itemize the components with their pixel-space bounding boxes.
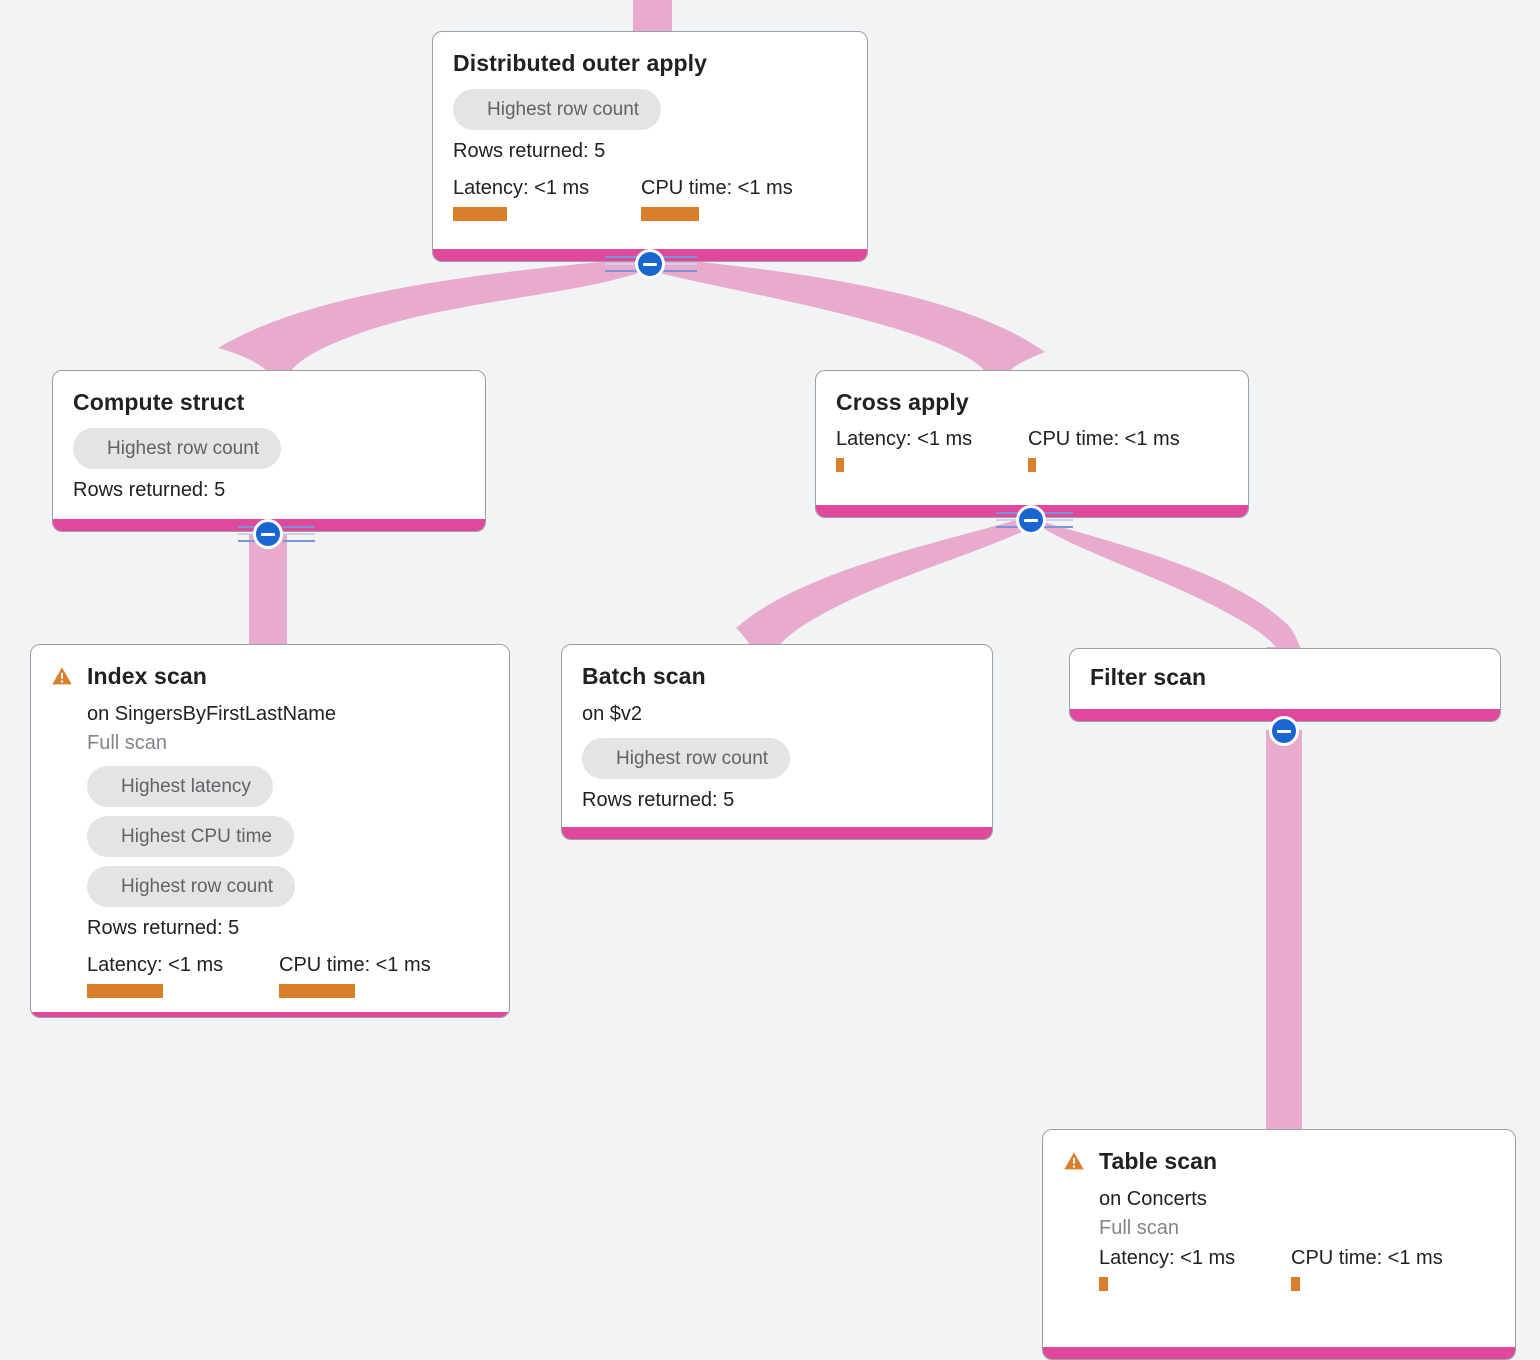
node-accent-bar xyxy=(1070,709,1500,721)
rows-returned: Rows returned: 5 xyxy=(87,916,240,939)
node-title-row: Table scan xyxy=(1063,1147,1217,1176)
edge-filter-scan-to-table-scan xyxy=(1266,730,1302,1137)
collapse-toggle-distributed-outer-apply[interactable] xyxy=(635,249,665,279)
metric-latency-label: Latency: <1 ms xyxy=(87,953,224,976)
metric-latency: Latency: <1 ms xyxy=(453,176,641,221)
metric-cpu-time: CPU time: <1 ms xyxy=(641,176,793,221)
metric-latency-label: Latency: <1 ms xyxy=(836,427,973,450)
metric-latency-bar xyxy=(453,206,507,221)
edge-compute-struct-to-index-scan xyxy=(249,534,287,647)
collapse-toggle-compute-struct[interactable] xyxy=(253,519,283,549)
node-scan-type: Full scan xyxy=(87,731,168,754)
plan-node-cross-apply[interactable]: Cross apply Latency: <1 ms CPU time: <1 … xyxy=(815,370,1249,518)
edge-root-to-compute-struct xyxy=(218,258,648,372)
edge-cross-apply-to-batch-scan xyxy=(736,520,1026,648)
rows-returned: Rows returned: 5 xyxy=(73,478,226,501)
metric-cpu-time-label: CPU time: <1 ms xyxy=(279,953,431,976)
badge-highest-row-count: Highest row count xyxy=(582,737,791,779)
edge-incoming-root xyxy=(633,0,672,32)
warning-icon xyxy=(52,667,72,685)
plan-node-table-scan[interactable]: Table scan on Concerts Full scan Latency… xyxy=(1042,1129,1516,1360)
metric-cpu-time-bar xyxy=(641,206,699,221)
plan-node-index-scan[interactable]: Index scan on SingersByFirstLastName Ful… xyxy=(30,644,510,1018)
node-title: Distributed outer apply xyxy=(453,50,708,76)
metric-cpu-time: CPU time: <1 ms xyxy=(279,953,431,998)
node-body: Batch scan on $v2 Highest row count Rows… xyxy=(562,645,992,827)
node-detail: on Concerts Full scan Latency: <1 ms CPU… xyxy=(1063,1178,1515,1291)
rows-returned: Rows returned: 5 xyxy=(453,139,606,162)
node-body: Compute struct Highest row count Rows re… xyxy=(53,371,485,519)
edge-root-to-cross-apply xyxy=(655,258,1045,372)
node-body: Filter scan xyxy=(1070,649,1500,709)
metric-latency: Latency: <1 ms xyxy=(87,953,279,998)
warning-icon xyxy=(1064,1152,1084,1170)
plan-node-filter-scan[interactable]: Filter scan xyxy=(1069,648,1501,722)
edge-cross-apply-to-filter-scan xyxy=(1037,520,1300,647)
node-title: Filter scan xyxy=(1090,664,1207,690)
node-title: Compute struct xyxy=(73,389,245,415)
metric-cpu-time: CPU time: <1 ms xyxy=(1291,1246,1443,1291)
node-accent-bar xyxy=(562,827,992,839)
node-subtitle: on Concerts xyxy=(1099,1187,1207,1210)
node-detail: on SingersByFirstLastName Full scan High… xyxy=(51,693,509,998)
metric-latency: Latency: <1 ms xyxy=(1099,1246,1291,1291)
node-detail: Highest row count Rows returned: 5 Laten… xyxy=(453,80,847,221)
node-title-row: Filter scan xyxy=(1090,663,1206,692)
metric-latency-label: Latency: <1 ms xyxy=(1099,1246,1236,1269)
node-body: Distributed outer apply Highest row coun… xyxy=(433,32,867,249)
metric-latency-bar xyxy=(1099,1276,1108,1291)
metric-latency-bar xyxy=(836,457,844,472)
metric-latency: Latency: <1 ms xyxy=(836,427,1028,472)
collapse-toggle-filter-scan[interactable] xyxy=(1269,716,1299,746)
metric-cpu-time-bar xyxy=(279,983,355,998)
node-subtitle: on SingersByFirstLastName xyxy=(87,702,336,725)
node-subtitle: on $v2 xyxy=(582,702,643,725)
badge-highest-row-count: Highest row count xyxy=(73,427,282,469)
metric-cpu-time-label: CPU time: <1 ms xyxy=(1291,1246,1443,1269)
node-title-row: Index scan xyxy=(51,662,207,691)
metric-cpu-time-bar xyxy=(1291,1276,1300,1291)
node-accent-bar xyxy=(1043,1347,1515,1359)
node-body: Index scan on SingersByFirstLastName Ful… xyxy=(31,645,509,1012)
metric-latency-label: Latency: <1 ms xyxy=(453,176,590,199)
collapse-toggle-cross-apply[interactable] xyxy=(1016,505,1046,535)
badge-highest-row-count: Highest row count xyxy=(87,865,296,907)
node-title: Batch scan xyxy=(582,663,706,689)
metric-cpu-time-label: CPU time: <1 ms xyxy=(1028,427,1180,450)
node-body: Table scan on Concerts Full scan Latency… xyxy=(1043,1130,1515,1347)
badge-highest-latency: Highest latency xyxy=(87,765,273,807)
rows-returned: Rows returned: 5 xyxy=(582,788,735,811)
badge-highest-row-count: Highest row count xyxy=(453,88,662,130)
metrics-row: Latency: <1 ms CPU time: <1 ms xyxy=(836,427,1228,472)
metrics-row: Latency: <1 ms CPU time: <1 ms xyxy=(453,176,847,221)
node-detail: on $v2 Highest row count Rows returned: … xyxy=(582,693,972,812)
node-title: Index scan xyxy=(87,663,207,689)
badge-highest-cpu-time: Highest CPU time xyxy=(87,815,294,857)
plan-node-distributed-outer-apply[interactable]: Distributed outer apply Highest row coun… xyxy=(432,31,868,262)
plan-node-compute-struct[interactable]: Compute struct Highest row count Rows re… xyxy=(52,370,486,532)
node-title: Table scan xyxy=(1099,1148,1218,1174)
metric-cpu-time-bar xyxy=(1028,457,1036,472)
node-detail: Latency: <1 ms CPU time: <1 ms xyxy=(836,419,1228,472)
node-title-row: Cross apply xyxy=(836,388,969,417)
node-accent-bar xyxy=(31,1011,509,1017)
node-detail: Highest row count Rows returned: 5 xyxy=(73,419,465,502)
node-title: Cross apply xyxy=(836,389,969,415)
metric-latency-bar xyxy=(87,983,163,998)
metrics-row: Latency: <1 ms CPU time: <1 ms xyxy=(1099,1246,1515,1291)
node-title-row: Compute struct xyxy=(73,388,244,417)
node-title-row: Distributed outer apply xyxy=(453,49,707,78)
node-scan-type: Full scan xyxy=(1099,1216,1180,1239)
metrics-row: Latency: <1 ms CPU time: <1 ms xyxy=(87,953,509,998)
node-body: Cross apply Latency: <1 ms CPU time: <1 … xyxy=(816,371,1248,505)
plan-node-batch-scan[interactable]: Batch scan on $v2 Highest row count Rows… xyxy=(561,644,993,840)
metric-cpu-time: CPU time: <1 ms xyxy=(1028,427,1180,472)
metric-cpu-time-label: CPU time: <1 ms xyxy=(641,176,793,199)
node-title-row: Batch scan xyxy=(582,662,706,691)
